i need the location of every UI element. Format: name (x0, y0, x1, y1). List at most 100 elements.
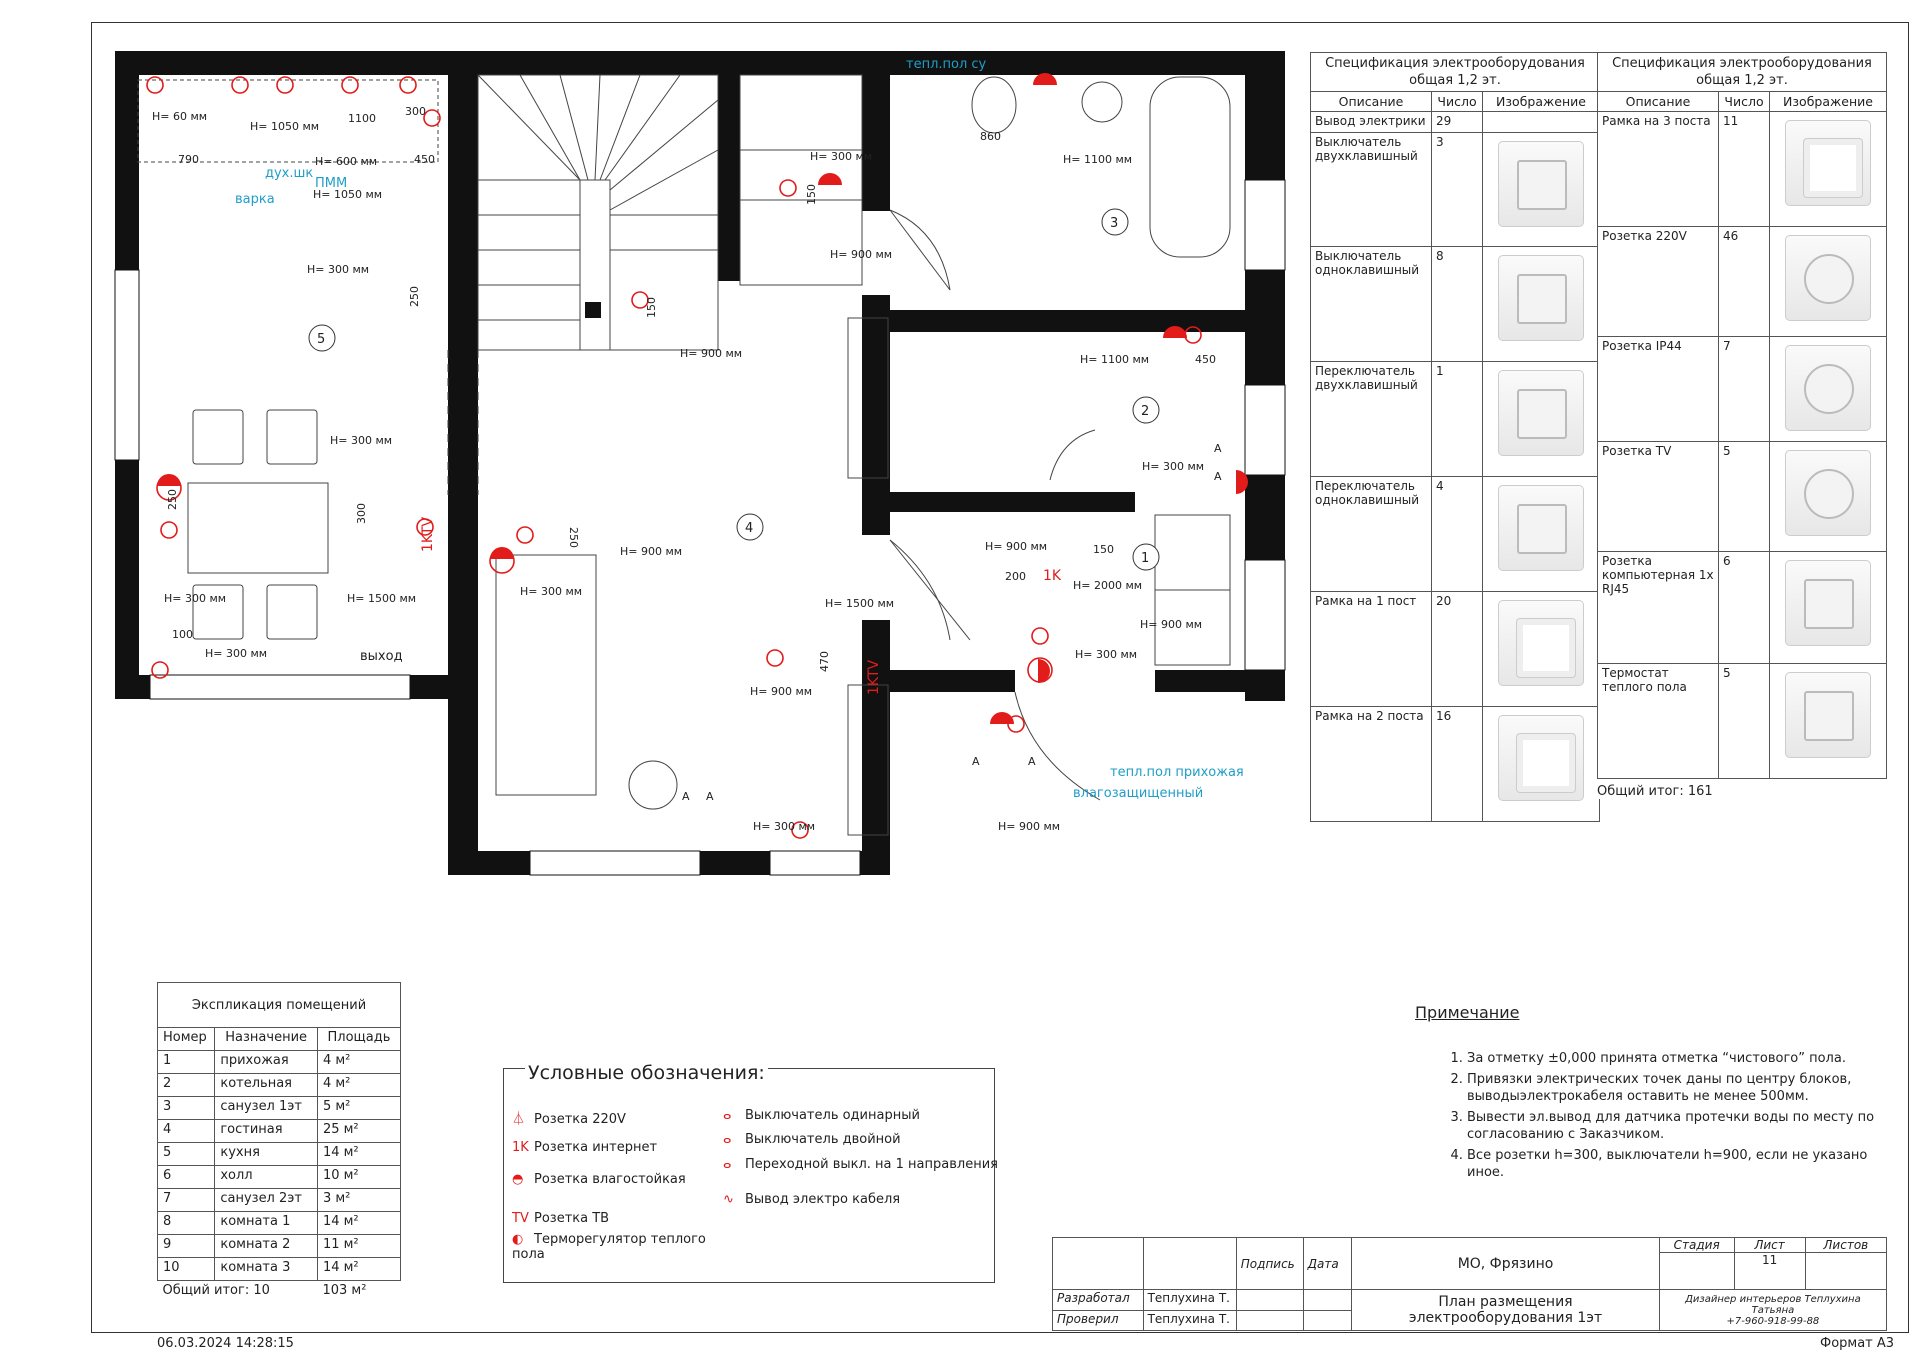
spec-table-1: Спецификация электрооборудования общая 1… (1310, 52, 1600, 822)
svg-text:H= 300 мм: H= 300 мм (330, 434, 392, 447)
svg-text:ПММ: ПММ (315, 176, 347, 191)
print-date: 06.03.2024 14:28:15 (157, 1336, 294, 1351)
svg-text:H= 300 мм: H= 300 мм (753, 820, 815, 833)
room-num-5: 5 (317, 332, 325, 347)
frame-image (1498, 600, 1584, 686)
svg-text:H= 300 мм: H= 300 мм (307, 263, 369, 276)
floor-plan: 5 4 3 2 1 1KTV 1KTV (110, 40, 1290, 880)
svg-text:H= 300 мм: H= 300 мм (1075, 648, 1137, 661)
svg-text:860: 860 (980, 130, 1001, 143)
furniture (137, 74, 1231, 836)
svg-text:790: 790 (178, 153, 199, 166)
socket-image (1785, 345, 1871, 431)
svg-text:H= 1050 мм: H= 1050 мм (250, 120, 319, 133)
legend-item: Переходной выкл. на 1 направления (745, 1157, 998, 1172)
switch-image (1498, 141, 1584, 227)
svg-text:H= 1100 мм: H= 1100 мм (1080, 353, 1149, 366)
frame-image (1498, 715, 1584, 801)
svg-text:A: A (1028, 755, 1036, 768)
svg-text:H= 300 мм: H= 300 мм (164, 592, 226, 605)
svg-text:H= 1100 мм: H= 1100 мм (1063, 153, 1132, 166)
svg-text:H= 900 мм: H= 900 мм (620, 545, 682, 558)
svg-text:H= 600 мм: H= 600 мм (315, 155, 377, 168)
svg-text:450: 450 (1195, 353, 1216, 366)
legend-item: Выключатель двойной (745, 1132, 901, 1147)
plan-annotations: H= 60 мм H= 1050 мм 1100 300 790 H= 600 … (152, 105, 1222, 833)
switch-image (1498, 370, 1584, 456)
svg-text:H= 900 мм: H= 900 мм (985, 540, 1047, 553)
thermostat-image (1785, 672, 1871, 758)
svg-text:H= 1050 мм: H= 1050 мм (313, 188, 382, 201)
legend-item: Терморегулятор теплого пола (512, 1232, 706, 1262)
svg-text:тепл.пол су: тепл.пол су (906, 57, 987, 72)
svg-text:H= 300 мм: H= 300 мм (1142, 460, 1204, 473)
project-place: МО, Фрязино (1351, 1237, 1660, 1290)
svg-text:A: A (1214, 442, 1222, 455)
legend-item: Розетка интернет (534, 1140, 658, 1155)
staircase (447, 74, 719, 495)
notes-title: Примечание (1415, 1003, 1520, 1022)
svg-text:250: 250 (408, 286, 421, 307)
spec1-desc: Вывод электрики (1310, 111, 1432, 133)
legend-item: Розетка влагостойкая (534, 1172, 686, 1187)
ktv-label-2: 1KTV (866, 659, 882, 695)
svg-text:варка: варка (235, 192, 275, 207)
paper-format: Формат А3 (1820, 1336, 1895, 1351)
svg-text:H= 300 мм: H= 300 мм (205, 647, 267, 660)
svg-text:H= 900 мм: H= 900 мм (998, 820, 1060, 833)
svg-text:A: A (706, 790, 714, 803)
rj45-image (1785, 560, 1871, 646)
room-num-2: 2 (1141, 404, 1149, 419)
room-num-1: 1 (1141, 551, 1149, 566)
notes-block: Примечание За отметку ±0,000 принята отм… (1415, 1003, 1885, 1185)
drawing-frame (91, 22, 1909, 1333)
svg-text:200: 200 (1005, 570, 1026, 583)
svg-text:H= 1500 мм: H= 1500 мм (825, 597, 894, 610)
socket-image (1785, 235, 1871, 321)
svg-text:H= 900 мм: H= 900 мм (1140, 618, 1202, 631)
ktv-label-1: 1KTV (420, 516, 436, 552)
cyan-callouts: дух.шк ПММ варка тепл.пол су тепл.пол пр… (235, 57, 1244, 801)
svg-text:150: 150 (1093, 543, 1114, 556)
svg-text:H= 900 мм: H= 900 мм (830, 248, 892, 261)
spec2-total: Общий итог: 161 (1597, 784, 1713, 799)
legend-item: Выключатель одинарный (745, 1108, 920, 1123)
svg-text:H= 1500 мм: H= 1500 мм (347, 592, 416, 605)
room-num-3: 3 (1110, 216, 1118, 231)
frame-image (1785, 120, 1871, 206)
exit-label: выход (360, 649, 403, 664)
rotated-dims: 250 300 250 150 150 250 470 (166, 184, 831, 672)
room-numbers: 5 4 3 2 1 (308, 208, 1160, 571)
title-block: Подпись Дата МО, Фрязино Стадия Лист 11 … (1052, 1237, 1888, 1331)
walls (115, 51, 1285, 875)
svg-text:H= 900 мм: H= 900 мм (680, 347, 742, 360)
floor-plan-svg: 5 4 3 2 1 1KTV 1KTV (114, 51, 1286, 876)
spec2-title: Спецификация электрооборудования общая 1… (1597, 52, 1887, 92)
svg-text:250: 250 (567, 527, 580, 548)
spec1-title: Спецификация электрооборудования общая 1… (1310, 52, 1600, 92)
legend-item: Розетка 220V (534, 1112, 626, 1127)
svg-text:A: A (972, 755, 980, 768)
switch-image (1498, 485, 1584, 571)
drawing-title: План размещения электрооборудования 1эт (1351, 1289, 1660, 1331)
svg-text:470: 470 (818, 651, 831, 672)
legend-item: Вывод электро кабеля (745, 1192, 901, 1207)
svg-text:H= 60 мм: H= 60 мм (152, 110, 207, 123)
svg-text:300: 300 (355, 503, 368, 524)
svg-text:1100: 1100 (348, 112, 376, 125)
svg-text:влагозащищенный: влагозащищенный (1073, 786, 1203, 801)
svg-text:H= 300 мм: H= 300 мм (520, 585, 582, 598)
room-num-4: 4 (745, 521, 753, 536)
svg-text:250: 250 (166, 489, 179, 510)
svg-text:H= 2000 мм: H= 2000 мм (1073, 579, 1142, 592)
svg-text:тепл.пол прихожая: тепл.пол прихожая (1110, 765, 1244, 780)
room-explication: Экспликация помещений Номер Назначение П… (156, 982, 402, 1303)
svg-text:300: 300 (405, 105, 426, 118)
svg-text:дух.шк: дух.шк (265, 166, 313, 181)
svg-text:A: A (682, 790, 690, 803)
svg-text:150: 150 (645, 297, 658, 318)
svg-text:450: 450 (414, 153, 435, 166)
svg-text:100: 100 (172, 628, 193, 641)
svg-text:H= 300 мм: H= 300 мм (810, 150, 872, 163)
svg-text:150: 150 (805, 184, 818, 205)
